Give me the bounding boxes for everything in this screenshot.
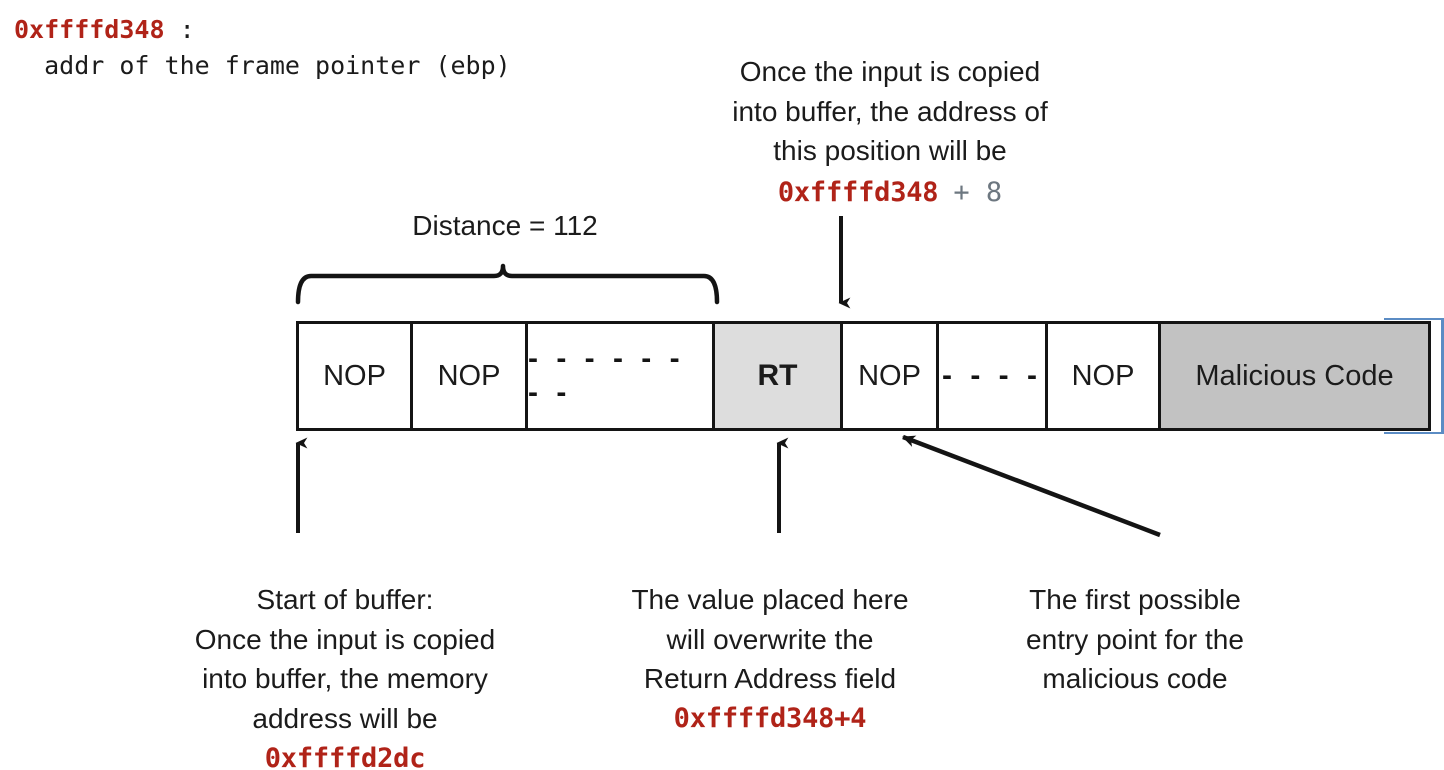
top-note-line1: Once the input is copied bbox=[739, 55, 1041, 87]
memory-cell-label: NOP bbox=[1071, 359, 1135, 392]
note-return-address-overwrite: The value placed here will overwrite the… bbox=[575, 540, 965, 770]
ebp-address-colon: : bbox=[164, 15, 195, 44]
note-rt-line3: Return Address field bbox=[643, 663, 897, 695]
top-note-line2: into buffer, the address of bbox=[732, 95, 1048, 127]
memory-cell-nop-4[interactable]: NOP bbox=[1048, 324, 1161, 428]
note-rt-line1: The value placed here bbox=[631, 583, 909, 615]
memory-cell-nop-3[interactable]: NOP bbox=[843, 324, 939, 428]
selection-edge-right bbox=[1441, 318, 1444, 434]
memory-cell-return-address[interactable]: RT bbox=[715, 324, 843, 428]
ebp-address-caption: 0xffffd348 : addr of the frame pointer (… bbox=[14, 12, 511, 84]
top-note-address: 0xffffd348 bbox=[777, 177, 939, 208]
top-note-address-row: 0xffffd348 + 8 bbox=[640, 173, 1140, 212]
distance-label: Distance = 112 bbox=[412, 210, 598, 241]
note-start-line2: Once the input is copied bbox=[194, 623, 496, 655]
note-entry-line1: The first possible bbox=[1029, 583, 1241, 615]
memory-cell-nop-1[interactable]: NOP bbox=[299, 324, 413, 428]
note-start-line1: Start of buffer: bbox=[256, 583, 434, 615]
note-start-line3: into buffer, the memory bbox=[202, 663, 488, 695]
arrow-diagonal-entry-point bbox=[902, 434, 1161, 538]
memory-cell-ellipsis-2[interactable]: - - - - bbox=[939, 324, 1048, 428]
memory-cell-label: NOP bbox=[437, 359, 501, 392]
ebp-address-description: addr of the frame pointer (ebp) bbox=[14, 51, 511, 80]
selection-edge-top bbox=[1384, 318, 1444, 320]
note-rt-line2: will overwrite the bbox=[666, 623, 874, 655]
note-start-of-buffer: Start of buffer: Once the input is copie… bbox=[130, 540, 560, 770]
memory-cell-label: - - - - - - - - bbox=[528, 342, 685, 409]
memory-cell-label: - - - - bbox=[942, 359, 1042, 392]
memory-cell-label: RT bbox=[757, 359, 798, 392]
note-start-line4: address will be bbox=[252, 703, 438, 734]
note-start-address: 0xffffd2dc bbox=[264, 742, 426, 770]
distance-brace bbox=[295, 263, 720, 305]
note-first-entry-point: The first possible entry point for the m… bbox=[975, 540, 1295, 699]
memory-cell-label: Malicious Code bbox=[1195, 359, 1394, 392]
note-this-position-address: Once the input is copied into buffer, th… bbox=[640, 12, 1140, 252]
top-note-offset: + 8 bbox=[953, 177, 1003, 208]
note-rt-address: 0xffffd348+4 bbox=[673, 703, 867, 734]
memory-cell-malicious-code[interactable]: Malicious Code bbox=[1161, 324, 1428, 428]
top-note-line3: this position will be bbox=[773, 135, 1007, 167]
note-entry-line2: entry point for the bbox=[1026, 623, 1244, 655]
ebp-address-value: 0xffffd348 bbox=[14, 15, 165, 44]
memory-cell-label: NOP bbox=[323, 359, 386, 392]
note-entry-line3: malicious code bbox=[1042, 663, 1228, 695]
memory-cell-nop-2[interactable]: NOP bbox=[413, 324, 528, 428]
memory-cell-ellipsis-1[interactable]: - - - - - - - - bbox=[528, 324, 715, 428]
memory-buffer-bar: NOP NOP - - - - - - - - RT NOP - - - - N… bbox=[296, 321, 1431, 431]
memory-cell-label: NOP bbox=[858, 359, 921, 392]
selection-edge-bottom bbox=[1384, 432, 1444, 434]
